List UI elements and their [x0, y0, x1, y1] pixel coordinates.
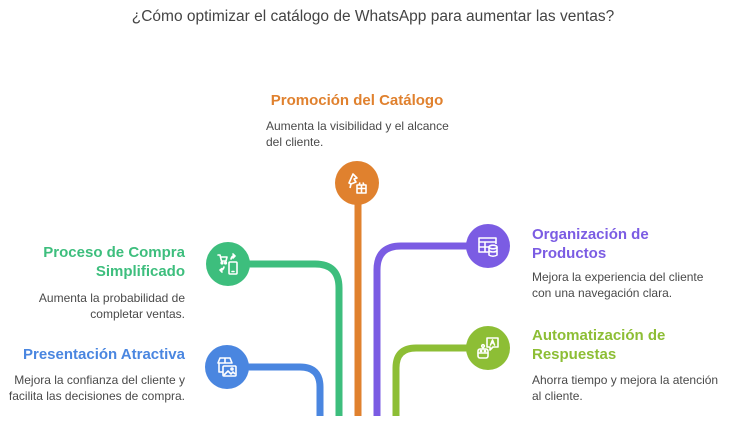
automatizacion-heading-line1: Automatización de [532, 327, 666, 344]
megaphone-gift-icon [348, 173, 367, 194]
proceso-heading-line1: Proceso de Compra [43, 244, 185, 261]
proceso-heading: Proceso de Compra Simplificado [10, 243, 185, 281]
presentacion-node [205, 345, 249, 389]
organizacion-heading: Organización de Productos [532, 225, 732, 263]
purple-connector [373, 242, 476, 416]
automatizacion-description-line2: al cliente. [532, 389, 583, 403]
presentacion-heading: Presentación Atractiva [22, 346, 185, 363]
lime-connector [392, 344, 476, 416]
presentacion-description-line2: facilita las decisiones de compra. [8, 389, 185, 403]
automatizacion-heading-line2: Respuestas [532, 346, 617, 363]
organizacion-heading-line2: Productos [532, 245, 607, 262]
automatizacion-description-line1: Ahorra tiempo y mejora la atención [532, 373, 719, 387]
organizacion-heading-line1: Organización de [532, 226, 649, 243]
presentacion-description: Mejora la confianza del cliente y facili… [0, 372, 185, 404]
diagram-title: ¿Cómo optimizar el catálogo de WhatsApp … [131, 8, 615, 25]
organizacion-description-line2: con una navegación clara. [532, 286, 673, 300]
proceso-node [206, 242, 250, 286]
cart-phone-exchange-icon [217, 253, 238, 275]
table-database-icon [478, 237, 498, 258]
proceso-heading-line2: Simplificado [95, 263, 185, 280]
presentacion-description-line1: Mejora la confianza del cliente y [14, 373, 185, 387]
proceso-description-line2: completar ventas. [90, 307, 185, 321]
blue-connector [240, 363, 324, 416]
store-image-icon [217, 357, 237, 377]
automatizacion-heading: Automatización de Respuestas [532, 326, 732, 364]
proceso-description: Aumenta la probabilidad de completar ven… [10, 290, 185, 322]
promocion-heading: Promoción del Catálogo [270, 92, 444, 109]
green-connector [240, 260, 343, 416]
automatizacion-node [466, 326, 510, 370]
promocion-description-line2: del cliente. [266, 135, 324, 149]
promocion-description: Aumenta la visibilidad y el alcance del … [266, 118, 449, 150]
organizacion-description-line1: Mejora la experiencia del cliente [532, 270, 704, 284]
promocion-description-line1: Aumenta la visibilidad y el alcance [266, 119, 449, 133]
automatizacion-description: Ahorra tiempo y mejora la atención al cl… [532, 372, 718, 404]
organizacion-node [466, 224, 510, 268]
robot-chat-icon [477, 337, 499, 359]
organizacion-description: Mejora la experiencia del cliente con un… [532, 269, 703, 301]
proceso-description-line1: Aumenta la probabilidad de [38, 291, 185, 305]
promocion-node [335, 161, 379, 205]
